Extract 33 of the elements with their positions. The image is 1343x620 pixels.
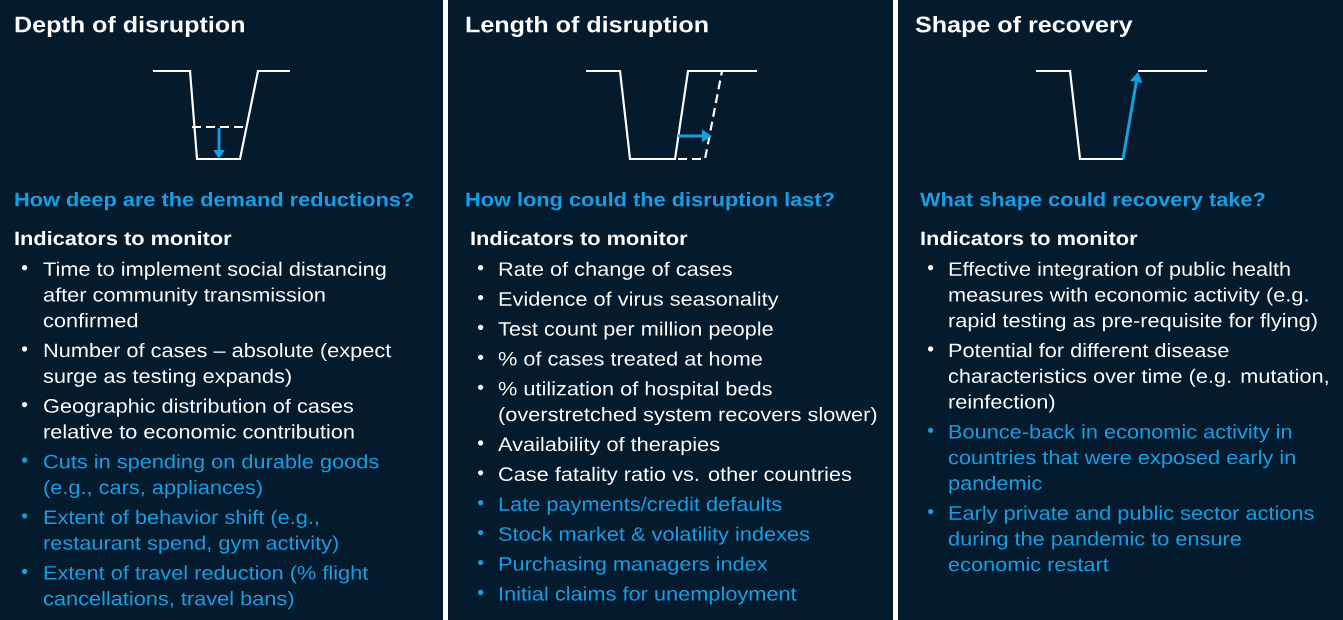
bullet-item: Extent of behavior shift (e.g., restaurant spend, gym activity) [22,509,338,554]
question-text: How deep are the demand reductions? [15,192,413,211]
bullet-item: Number of cases – absolute (expect surge as testing expands) [22,343,392,387]
bullet-item: Potential for different disease characteristics over time (e.g. mutation, reinfection) [928,343,1328,413]
bullet-item: % utilization of hospital beds (overstretched system recovers slower) [478,381,877,426]
bullet-item: Rate of change of cases [478,261,732,280]
panel [448,0,893,620]
bullet-item: Case fatality ratio vs. other countries [478,466,852,485]
section-heading: Indicators to monitor [921,231,1138,246]
panel-title: Length of disruption [466,16,708,37]
bullet-item: Evidence of virus seasonality [478,291,779,310]
bullet-item: Cuts in spending on durable goods (e.g., cars, appliances) [22,454,379,498]
bullet-item: Availability of therapies [478,436,720,455]
bullet-item: Early private and public sector actions during the pandemic to ensure economic restart [928,505,1314,572]
bullet-item: Purchasing managers index [478,556,768,575]
section-heading: Indicators to monitor [471,231,688,246]
bullet-item: Geographic distribution of cases relative to economic contribution [22,398,354,439]
bullet-item: Time to implement social distancing after community transmission confirmed [22,261,386,328]
bullet-item: Effective integration of public health measures with economic activity (e.g. rapid testing as pre-requisite for flying) [928,261,1317,332]
section-heading: Indicators to monitor [15,231,232,246]
question-text: How long could the disruption last? [466,192,834,211]
panel-title: Depth of disruption [15,16,244,37]
bullet-item: Extent of travel reduction (% flight cancellations, travel bans) [22,565,369,610]
panel [0,0,443,620]
panel [898,0,1343,620]
bullet-item: % of cases treated at home [478,351,762,366]
question-text: What shape could recovery take? [920,192,1265,211]
bullet-item: Bounce-back in economic activity in countries that were exposed early in pandemic [928,424,1295,494]
bullet-item: Initial claims for unemployment [478,586,797,605]
bullet-item: Stock market & volatility indexes [478,526,810,545]
bullet-item: Test count per million people [478,321,773,340]
panel-title: Shape of recovery [915,16,1133,37]
bullet-item: Late payments/credit defaults [478,496,782,515]
